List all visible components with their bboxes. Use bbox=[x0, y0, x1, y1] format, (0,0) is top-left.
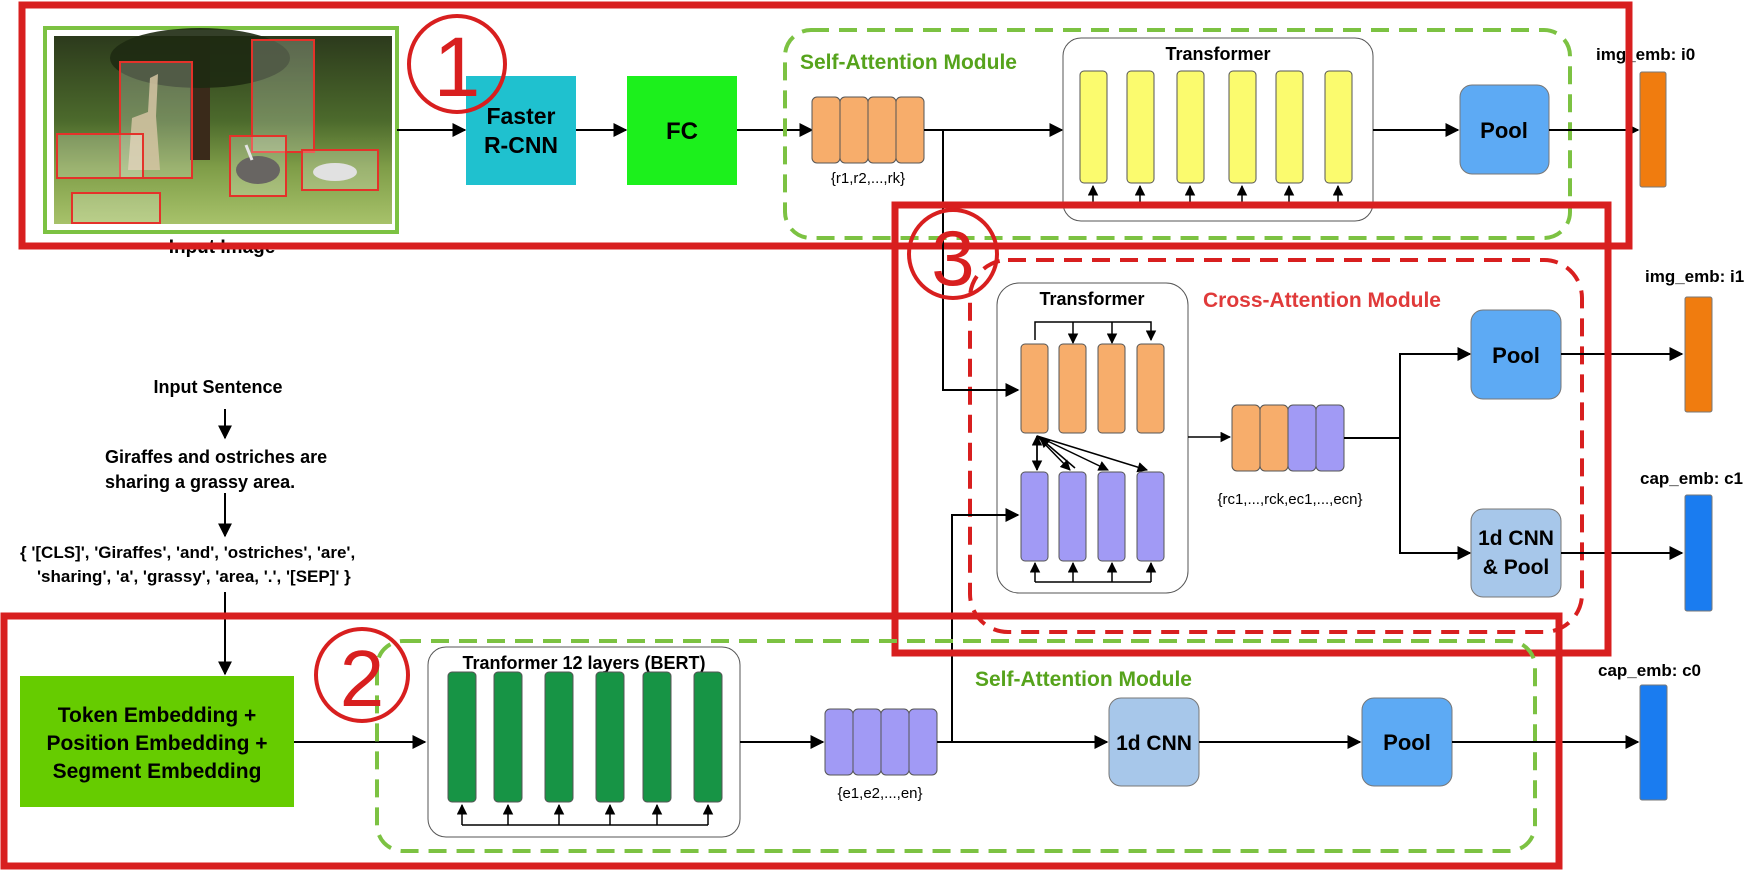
bert-layers bbox=[447, 671, 723, 803]
svg-text:Segment Embedding: Segment Embedding bbox=[53, 760, 262, 783]
input-sentence-label: Input Sentence bbox=[153, 377, 282, 397]
sentence-line-2: sharing a grassy area. bbox=[105, 472, 295, 492]
cross-region-layers bbox=[1020, 343, 1165, 434]
cross-pool-box: Pool bbox=[1470, 309, 1562, 400]
region-1-frame bbox=[18, 1, 1633, 250]
img-emb-i0-label: img_emb: i0 bbox=[1596, 45, 1695, 64]
text-cnn-box: 1d CNN bbox=[1108, 697, 1200, 787]
cross-attention-label: Cross-Attention Module bbox=[1203, 289, 1441, 312]
img-emb-i1-label: img_emb: i1 bbox=[1645, 267, 1744, 286]
svg-text:Pool: Pool bbox=[1383, 730, 1431, 755]
img-emb-i1-bar bbox=[1684, 296, 1713, 413]
image-transformer-layers bbox=[1079, 70, 1353, 184]
embedding-box: Token Embedding + Position Embedding + S… bbox=[20, 676, 294, 807]
cap-emb-c1-bar bbox=[1684, 494, 1713, 612]
marker-one: 1 bbox=[434, 20, 481, 114]
svg-text:1d CNN: 1d CNN bbox=[1116, 732, 1192, 755]
cross-cnn-pool-box: 1d CNN & Pool bbox=[1470, 508, 1562, 598]
cross-transformer-label: Transformer bbox=[1039, 289, 1144, 309]
detection-boxes bbox=[56, 39, 379, 224]
cap-emb-c0-label: cap_emb: c0 bbox=[1598, 661, 1701, 680]
cross-token-layers bbox=[1020, 471, 1165, 562]
text-pool-box: Pool bbox=[1361, 697, 1453, 787]
region-2-frame bbox=[0, 612, 1563, 870]
svg-text:Position Embedding +: Position Embedding + bbox=[46, 732, 267, 755]
tokens-line-2: 'sharing', 'a', 'grassy', 'area, '.', '[… bbox=[37, 567, 351, 586]
svg-text:Token Embedding +: Token Embedding + bbox=[58, 704, 257, 727]
img-emb-i0-bar bbox=[1639, 71, 1667, 188]
image-pool-box: Pool bbox=[1459, 84, 1550, 175]
marker-two: 2 bbox=[340, 634, 385, 723]
svg-text:Pool: Pool bbox=[1492, 343, 1540, 368]
image-self-attention-label: Self-Attention Module bbox=[800, 51, 1017, 74]
token-features bbox=[824, 708, 938, 776]
cross-attention-module bbox=[968, 258, 1584, 634]
image-input-photo bbox=[43, 26, 399, 234]
sentence-line-1: Giraffes and ostriches are bbox=[105, 447, 327, 467]
svg-text:& Pool: & Pool bbox=[1483, 556, 1550, 579]
tokens-line-1: { '[CLS]', 'Giraffes', 'and', 'ostriches… bbox=[20, 543, 355, 562]
region-features bbox=[811, 96, 925, 164]
region-3-frame bbox=[891, 201, 1612, 657]
svg-text:Faster: Faster bbox=[486, 103, 555, 129]
giraffe-shape bbox=[128, 74, 160, 170]
svg-text:FC: FC bbox=[666, 118, 698, 145]
fc-box: FC bbox=[627, 76, 737, 185]
faster-rcnn-box: Faster R-CNN bbox=[466, 76, 576, 185]
combined-features bbox=[1231, 404, 1345, 472]
image-transformer-label: Transformer bbox=[1165, 44, 1270, 64]
combined-set-label: {rc1,...,rck,ec1,...,ecn} bbox=[1217, 491, 1362, 508]
token-set-label: {e1,e2,...,en} bbox=[837, 785, 922, 802]
marker-three: 3 bbox=[931, 214, 974, 302]
bert-label: Tranformer 12 layers (BERT) bbox=[462, 653, 705, 673]
svg-text:R-CNN: R-CNN bbox=[484, 132, 558, 158]
region-set-label: {r1,r2,...,rk} bbox=[831, 170, 905, 187]
cap-emb-c1-label: cap_emb: c1 bbox=[1640, 469, 1743, 488]
svg-text:Pool: Pool bbox=[1480, 118, 1528, 143]
svg-text:1d CNN: 1d CNN bbox=[1478, 527, 1554, 550]
image-self-attention-module bbox=[783, 28, 1572, 240]
cap-emb-c0-bar bbox=[1639, 684, 1668, 801]
text-self-attention-label: Self-Attention Module bbox=[975, 668, 1192, 691]
